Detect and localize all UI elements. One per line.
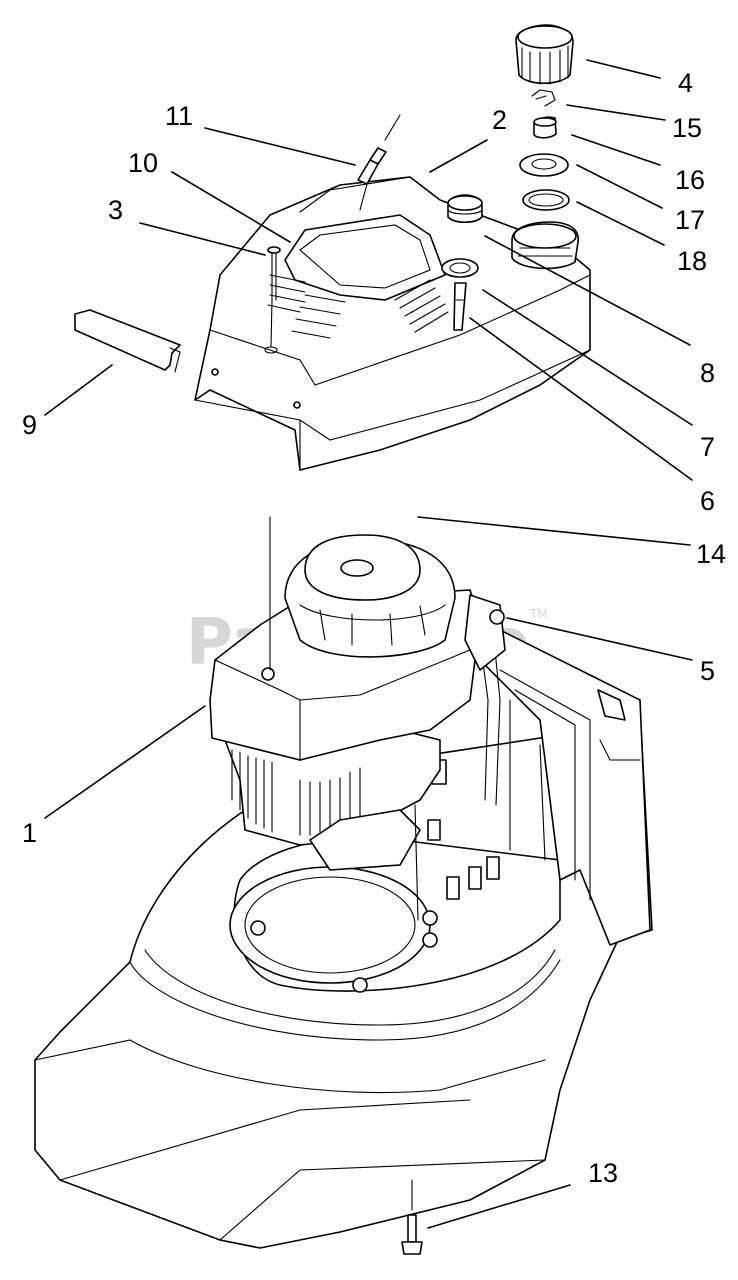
pin [357,114,401,211]
primer-bulb [447,194,483,224]
callout-10: 10 [128,148,158,178]
callout-4: 4 [678,68,693,98]
callout-13: 13 [588,1158,618,1188]
callout-11: 11 [165,101,193,131]
callout-18: 18 [677,246,707,276]
callout-1: 1 [22,818,37,848]
callout-9: 9 [22,410,37,440]
primer-seal [441,258,479,278]
cap-washer [522,189,570,211]
callout-3: 3 [108,195,123,225]
engine [209,516,506,921]
engine-shroud [194,176,591,471]
mower-deck [34,619,653,1249]
callout-2: 2 [492,105,507,135]
fuel-cap [515,24,574,85]
watermark-trademark: TM [529,607,548,621]
primer-tube [453,282,467,331]
callout-5: 5 [700,656,715,686]
callout-8: 8 [700,358,715,388]
bottom-bolt [401,1179,423,1255]
cap-vent [533,116,557,139]
callout-7: 7 [700,432,715,462]
screw [264,246,281,354]
shroud-grille-right [394,279,449,333]
callout-14: 14 [696,539,726,569]
callout-15: 15 [672,113,702,143]
callout-16: 16 [675,165,705,195]
callout-17: 17 [675,205,705,235]
cap-gasket [519,153,569,177]
callout-6: 6 [700,486,715,516]
callout-labels: 11 10 3 9 2 4 15 16 17 18 8 7 6 14 5 1 1… [22,68,726,1188]
leader-lines [44,59,693,1229]
cap-retainer [531,89,556,107]
decal-strip [74,309,181,373]
